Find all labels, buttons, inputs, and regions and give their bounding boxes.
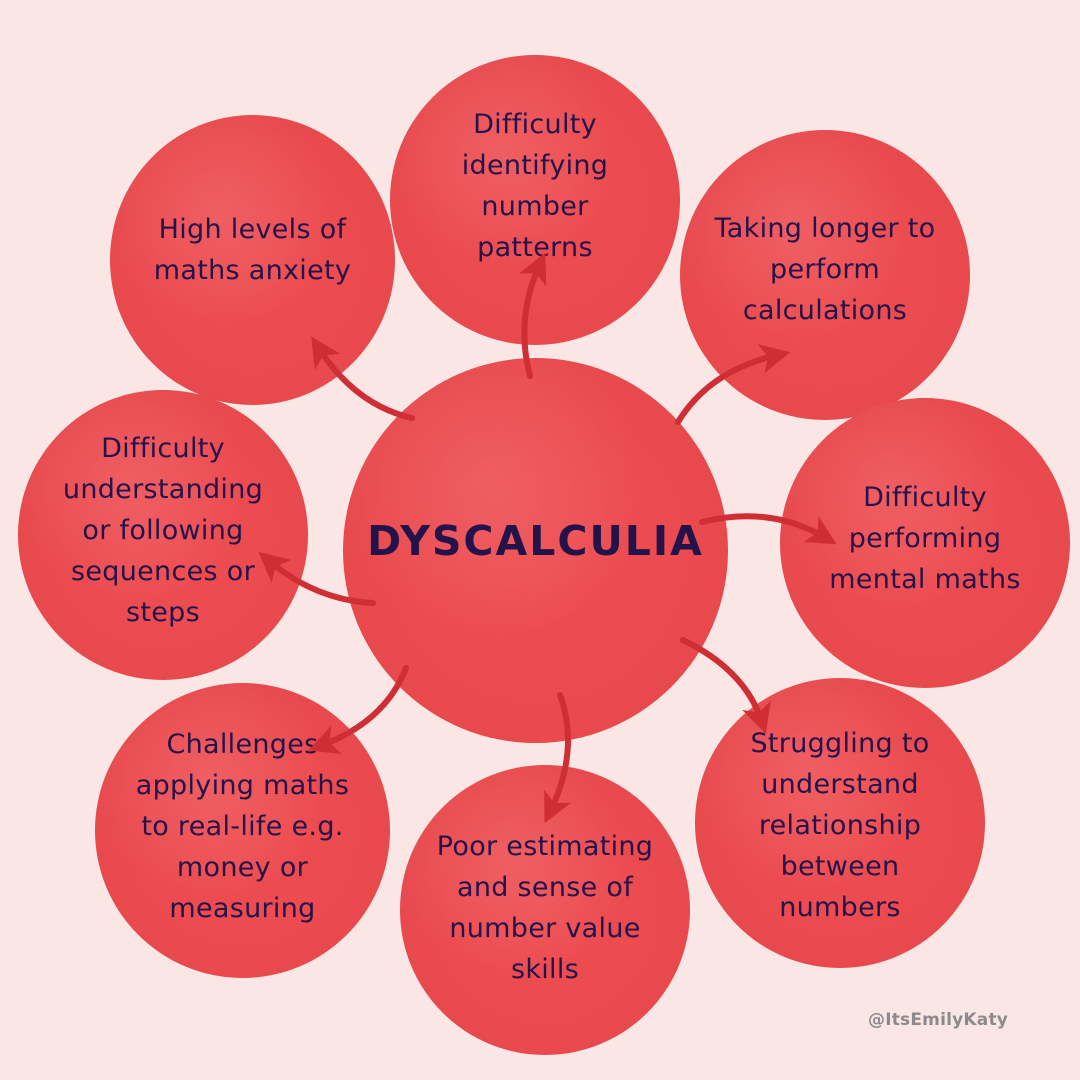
node-sequences: Difficulty understanding or following se… [18, 390, 308, 680]
node-mental-label: Difficulty performing mental maths [829, 481, 1021, 595]
node-anxiety: High levels of maths anxiety [110, 115, 395, 405]
node-anxiety-label: High levels of maths anxiety [153, 214, 352, 286]
center-node: DYSCALCULIA [343, 358, 728, 743]
node-relationship-label: Struggling to understand relationship be… [750, 728, 930, 923]
node-reallife: Challenges applying maths to real-life e… [95, 683, 390, 978]
node-calculations: Taking longer to perform calculations [680, 130, 970, 420]
credit-watermark: @ItsEmilyKaty [868, 1010, 1009, 1030]
node-estimating: Poor estimating and sense of number valu… [400, 765, 690, 1055]
node-reallife-label: Challenges applying maths to real-life e… [135, 729, 350, 924]
node-patterns: Difficulty identifying number patterns [390, 55, 680, 345]
node-relationship: Struggling to understand relationship be… [695, 678, 985, 968]
center-node-label: DYSCALCULIA [367, 517, 704, 565]
node-mental: Difficulty performing mental maths [780, 398, 1070, 688]
node-sequences-label: Difficulty understanding or following se… [62, 432, 264, 628]
node-patterns-label: Difficulty identifying number patterns [461, 109, 609, 263]
node-calculations-label: Taking longer to perform calculations [714, 212, 936, 326]
node-estimating-label: Poor estimating and sense of number valu… [436, 831, 654, 985]
